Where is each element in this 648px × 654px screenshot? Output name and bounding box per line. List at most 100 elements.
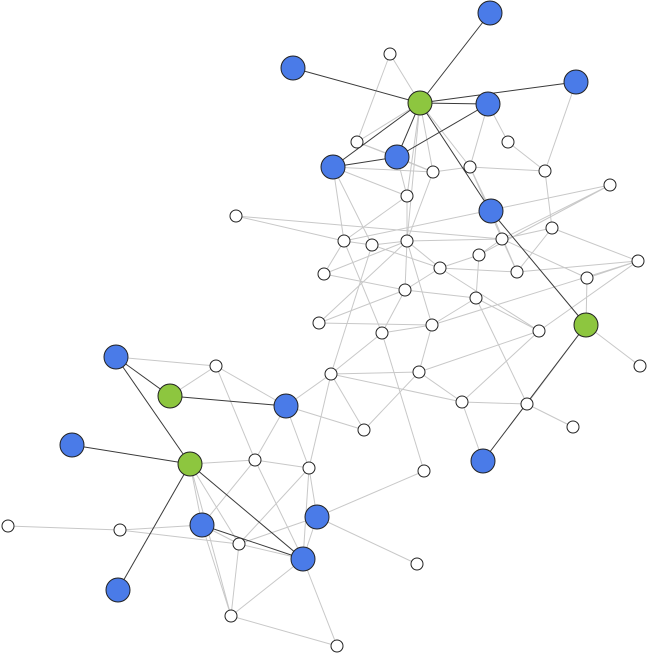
edge-n38-n39 (7, 525, 121, 531)
minor-node-n18 (433, 261, 447, 275)
edge-m9-n33 (285, 405, 365, 431)
minor-node-n26 (532, 324, 546, 338)
major-node-m1 (477, 0, 503, 26)
edge-m13-n41 (316, 516, 418, 565)
edge-n1-n2 (356, 53, 391, 143)
minor-node-n3 (501, 135, 515, 149)
edge-h1-n7 (406, 102, 421, 197)
minor-node-n24 (425, 318, 439, 332)
minor-node-n22 (469, 291, 483, 305)
minor-node-n42 (224, 609, 238, 623)
hub-node-h3 (157, 383, 183, 409)
edge-n36-n40 (238, 467, 310, 545)
edge-n3-n6 (507, 141, 546, 172)
minor-node-n5 (463, 160, 477, 174)
edge-n10-n19 (516, 227, 553, 273)
minor-node-n9 (229, 209, 243, 223)
minor-node-n17 (317, 267, 331, 281)
edge-m5-n7 (332, 166, 408, 197)
edge-n18-n26 (439, 267, 540, 332)
edge-n29-n30 (330, 371, 420, 375)
minor-node-n14 (495, 232, 509, 246)
minor-node-n23 (312, 316, 326, 330)
edge-n6-n5 (469, 166, 546, 172)
edge-h1-m1 (419, 12, 491, 104)
minor-node-n30 (412, 365, 426, 379)
edge-n16-n19 (516, 260, 639, 273)
edge-n28-n35 (215, 365, 256, 461)
minor-node-n37 (417, 464, 431, 478)
edge-n25-n29 (330, 332, 383, 375)
minor-node-n43 (330, 639, 344, 653)
edge-h4-n40 (189, 463, 240, 545)
edge-n32-n34 (526, 403, 574, 428)
minor-node-n16 (631, 254, 645, 268)
edge-n32-n31 (461, 401, 528, 405)
edge-n13-n21 (404, 240, 408, 291)
edge-n18-n21 (404, 267, 441, 291)
minor-node-n40 (232, 537, 246, 551)
edge-h1-n13 (406, 102, 421, 242)
edge-n40-n42 (230, 543, 240, 617)
edge-m5-n12 (332, 166, 373, 246)
major-node-m8 (103, 344, 129, 370)
edge-n35-n36 (254, 459, 310, 469)
minor-node-n32 (520, 397, 534, 411)
major-node-m11 (470, 448, 496, 474)
minor-node-n15 (472, 248, 486, 262)
major-node-m4 (475, 91, 501, 117)
edge-n21-n22 (404, 289, 477, 299)
edge-h1-m7 (419, 102, 492, 212)
minor-node-n28 (209, 359, 223, 373)
edge-n6-n10 (544, 170, 553, 229)
edge-n37-n25 (381, 332, 425, 472)
major-node-m15 (105, 577, 131, 603)
minor-node-n35 (248, 453, 262, 467)
major-node-m3 (563, 69, 589, 95)
major-node-m7 (478, 198, 504, 224)
minor-node-n39 (113, 523, 127, 537)
minor-node-n12 (365, 238, 379, 252)
edge-h4-n42 (189, 463, 232, 617)
edge-m4-m6 (396, 103, 489, 158)
hub-node-h4 (177, 451, 203, 477)
edge-m8-h4 (115, 356, 191, 465)
edge-n8-n14 (501, 184, 611, 240)
edge-n12-n29 (330, 244, 373, 375)
edges-layer (7, 12, 641, 647)
minor-node-n7 (400, 189, 414, 203)
edge-n26-n30 (418, 330, 540, 373)
minor-node-n38 (1, 519, 15, 533)
edge-n28-m8 (115, 356, 217, 367)
edge-m14-n43 (302, 558, 338, 647)
edge-n7-n11 (343, 195, 408, 242)
hub-node-h1 (407, 90, 433, 116)
minor-node-n36 (302, 461, 316, 475)
minor-node-n21 (398, 283, 412, 297)
edge-n29-n33 (330, 373, 365, 431)
major-node-m5 (320, 154, 346, 180)
edge-n13-n14 (406, 238, 503, 242)
minor-node-n27 (633, 359, 647, 373)
minor-node-n11 (337, 234, 351, 248)
edge-h4-m14 (189, 463, 304, 560)
edge-m5-n4 (332, 166, 434, 173)
edge-n37-m13 (316, 470, 425, 518)
edge-n13-n18 (406, 240, 441, 269)
edge-n28-m9 (215, 365, 287, 407)
edge-m14-n42 (230, 558, 304, 617)
edge-n22-n26 (475, 297, 540, 332)
edge-n14-n20 (501, 238, 588, 279)
major-node-m2 (280, 55, 306, 81)
edge-n35-m14 (254, 459, 304, 560)
minor-node-n6 (538, 164, 552, 178)
edge-n18-n19 (439, 267, 518, 273)
edge-n16-n26 (538, 260, 639, 332)
minor-node-n13 (400, 234, 414, 248)
edge-n33-n30 (363, 371, 420, 431)
edge-n29-n31 (330, 373, 463, 403)
edge-h1-n5 (419, 102, 471, 168)
minor-node-n41 (410, 557, 424, 571)
edge-h3-m9 (169, 395, 287, 407)
